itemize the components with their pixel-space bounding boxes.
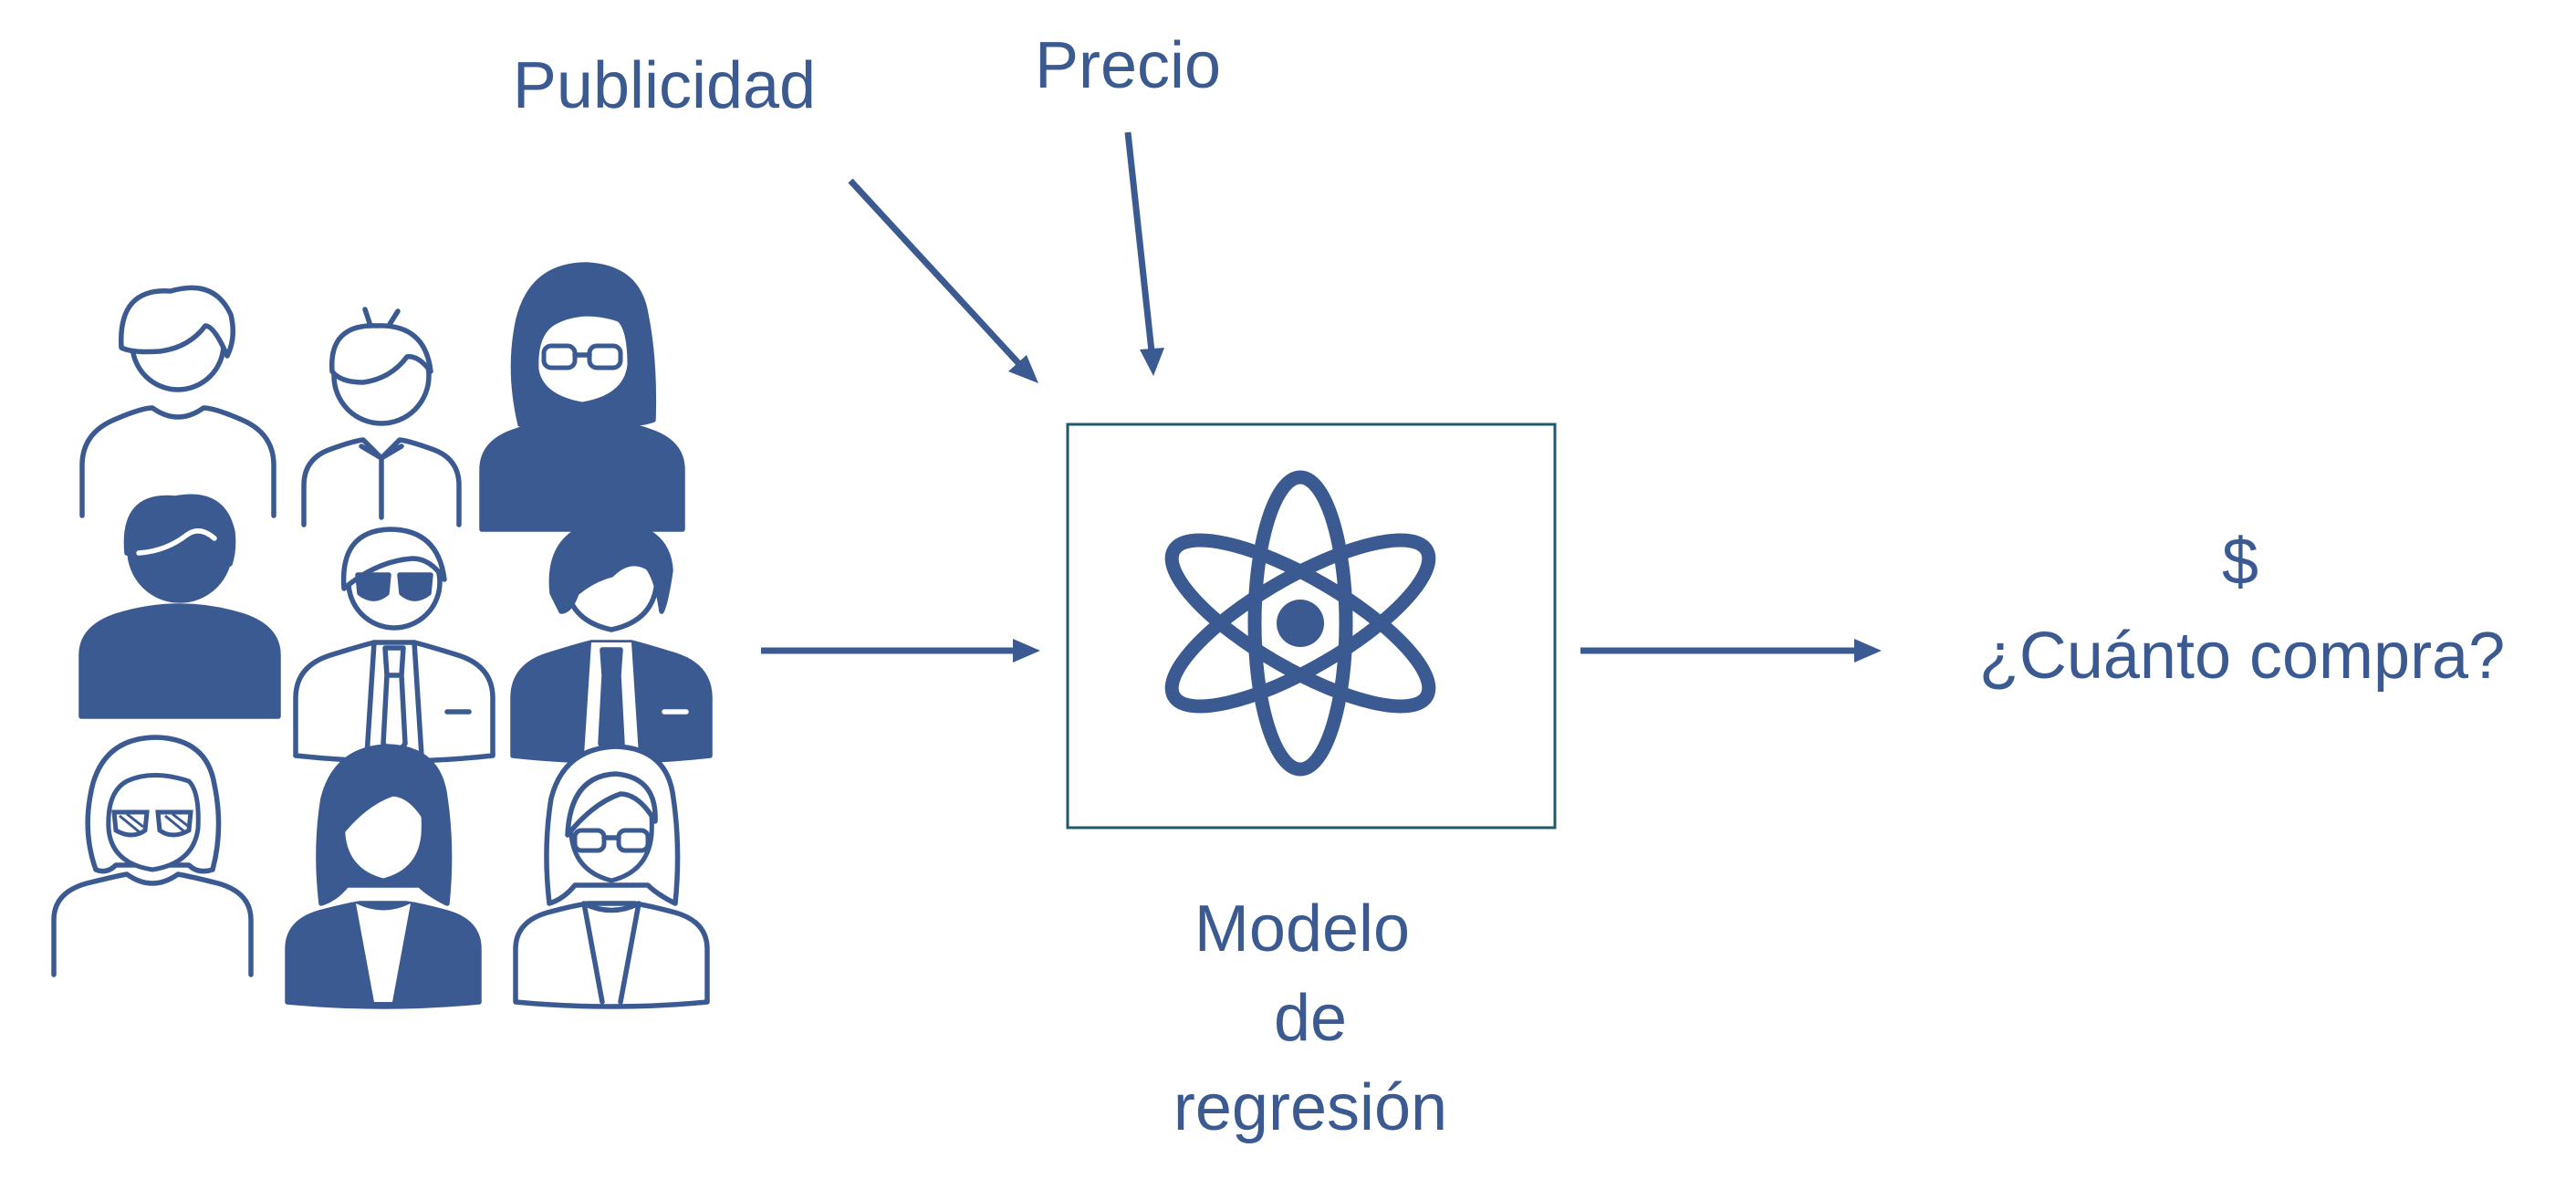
person-solid-icon	[78, 494, 281, 719]
woman-sunglasses-icon	[51, 735, 254, 977]
output-symbol: $	[2222, 526, 2258, 599]
person-icon	[79, 285, 276, 518]
publicidad-arrow	[848, 178, 1038, 383]
woman-solid-icon	[285, 744, 482, 1009]
model-label-line2: de	[1274, 982, 1347, 1055]
output-question: ¿Cuánto compra?	[1979, 620, 2505, 693]
people-group	[51, 262, 713, 1009]
people-to-model-arrow	[761, 639, 1040, 663]
woman-glasses-icon	[479, 262, 685, 532]
precio-arrow	[1124, 131, 1164, 376]
businesswoman-glasses-icon	[513, 744, 710, 1009]
publicidad-label: Publicidad	[513, 49, 816, 122]
model-label-line1: Modelo	[1194, 892, 1410, 965]
businessman-solid-icon	[510, 519, 713, 764]
precio-label: Precio	[1035, 29, 1221, 102]
boy-icon	[301, 307, 462, 527]
model-label-line3: regresión	[1173, 1071, 1447, 1144]
model-to-output-arrow	[1580, 639, 1882, 663]
businessman-sunglasses-icon	[293, 527, 495, 764]
